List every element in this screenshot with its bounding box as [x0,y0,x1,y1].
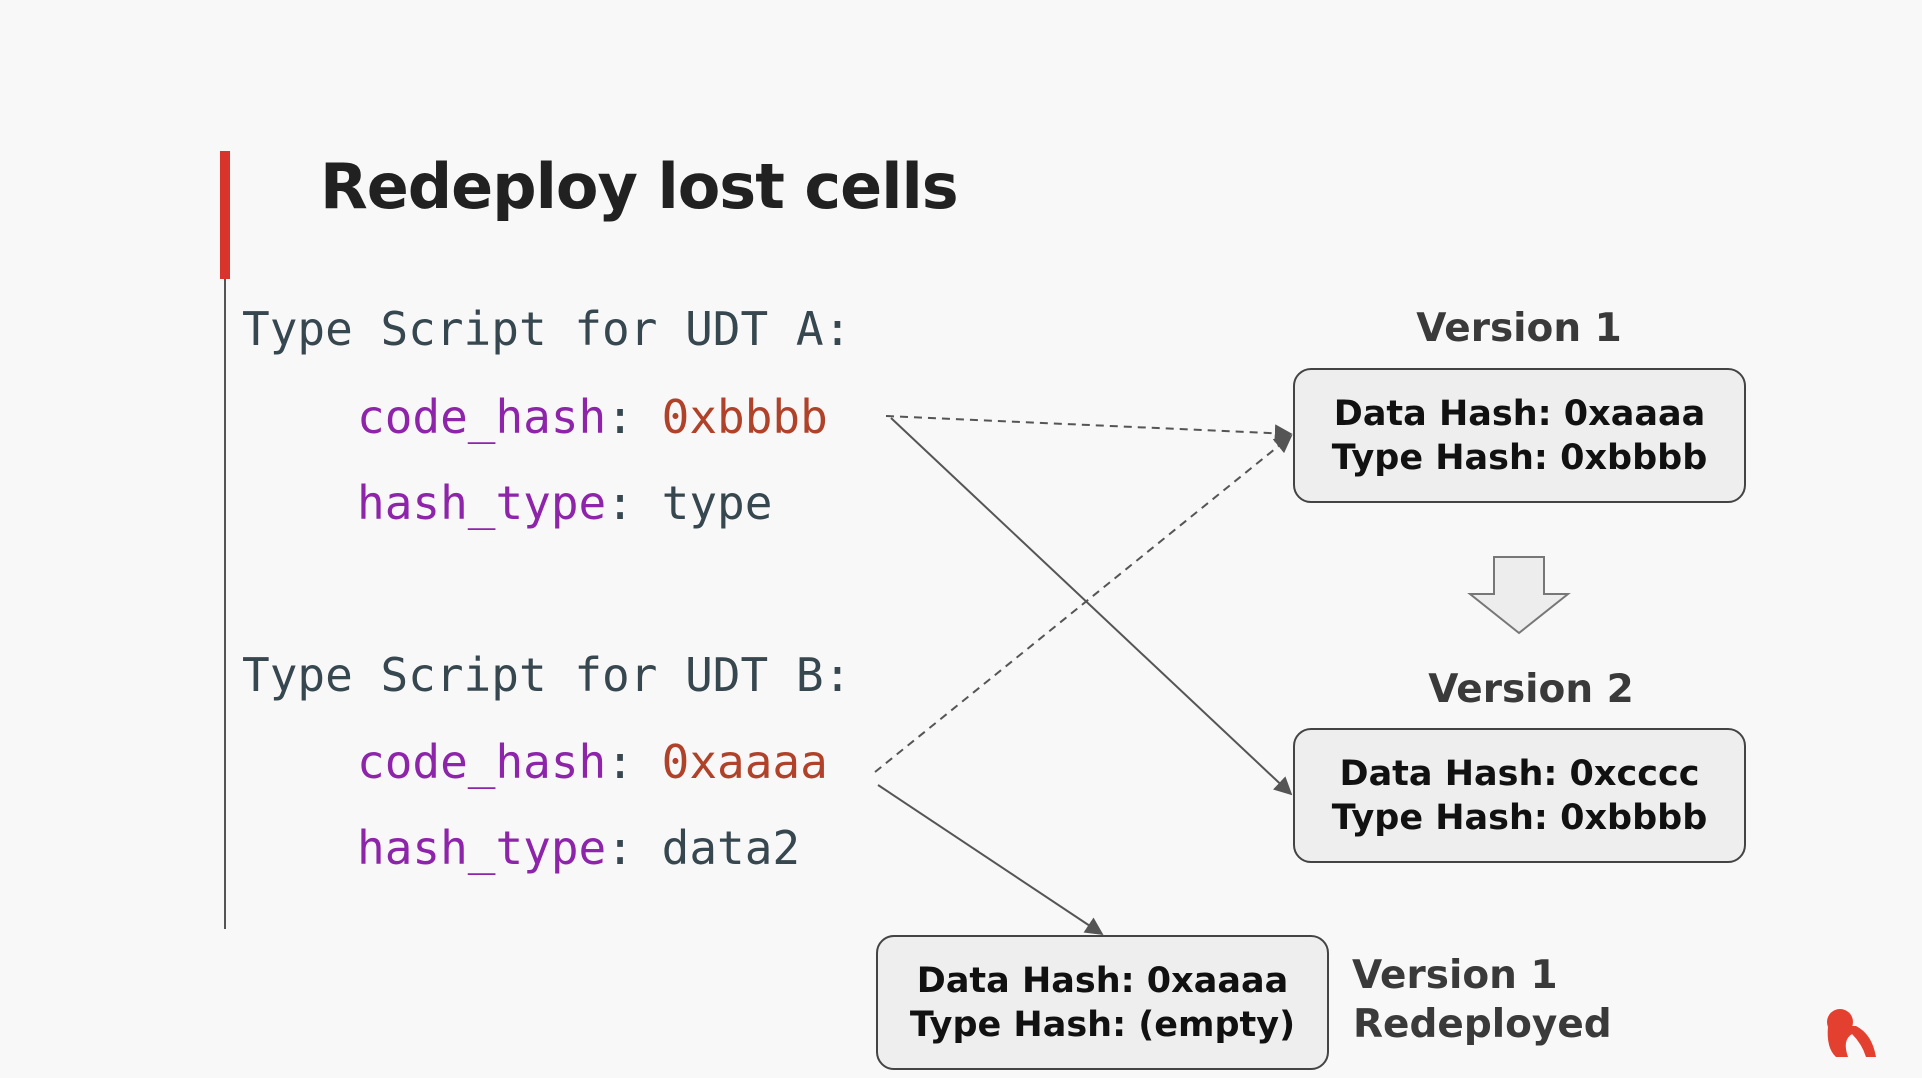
udt-a-header: Type Script for UDT A: [242,302,852,356]
udt-a-hash-type-value: type [661,476,773,530]
udt-a-hash-type-key: hash_type [357,476,607,530]
left-divider-line [224,279,226,929]
arrow-udt-a-to-version2 [890,417,1293,796]
version1-type-hash: Type Hash: 0xbbbb [1331,437,1708,478]
version1-label: Version 1 [1416,306,1622,351]
udt-a-code-hash-line: code_hash: 0xbbbb [357,390,828,444]
redeployed-cell-box: Data Hash: 0xaaaa Type Hash: (empty) [876,935,1329,1070]
udt-a-code-hash-key: code_hash [357,390,607,444]
version2-label: Version 2 [1428,667,1634,712]
arrow-udt-b-to-version1 [874,434,1293,773]
redeployed-label-line2: Redeployed [1353,1002,1612,1047]
udt-b-code-hash-line: code_hash: 0xaaaa [357,735,828,789]
udt-b-hash-type-line: hash_type: data2 [357,821,801,875]
udt-a-hash-type-line: hash_type: type [357,476,773,530]
redeployed-data-hash: Data Hash: 0xaaaa [916,960,1289,1001]
udt-a-code-hash-value: 0xbbbb [661,390,828,444]
down-arrow-icon [1467,556,1571,635]
page-title: Redeploy lost cells [320,150,959,223]
version2-type-hash: Type Hash: 0xbbbb [1331,797,1708,838]
redeployed-type-hash: Type Hash: (empty) [909,1004,1296,1045]
version1-cell-box: Data Hash: 0xaaaa Type Hash: 0xbbbb [1293,368,1746,503]
title-accent-bar [220,151,230,279]
logo-icon [1827,1009,1876,1057]
arrow-udt-b-to-redeployed [877,784,1104,935]
udt-b-code-hash-value: 0xaaaa [661,735,828,789]
version2-data-hash: Data Hash: 0xcccc [1339,753,1700,794]
redeployed-label-line1: Version 1 [1352,953,1558,998]
arrow-udt-a-to-version1 [885,415,1293,443]
udt-b-hash-type-value: data2 [661,821,801,875]
udt-b-hash-type-key: hash_type [357,821,607,875]
udt-b-header: Type Script for UDT B: [242,648,852,702]
udt-b-code-hash-key: code_hash [357,735,607,789]
version1-data-hash: Data Hash: 0xaaaa [1333,393,1706,434]
version2-cell-box: Data Hash: 0xcccc Type Hash: 0xbbbb [1293,728,1746,863]
